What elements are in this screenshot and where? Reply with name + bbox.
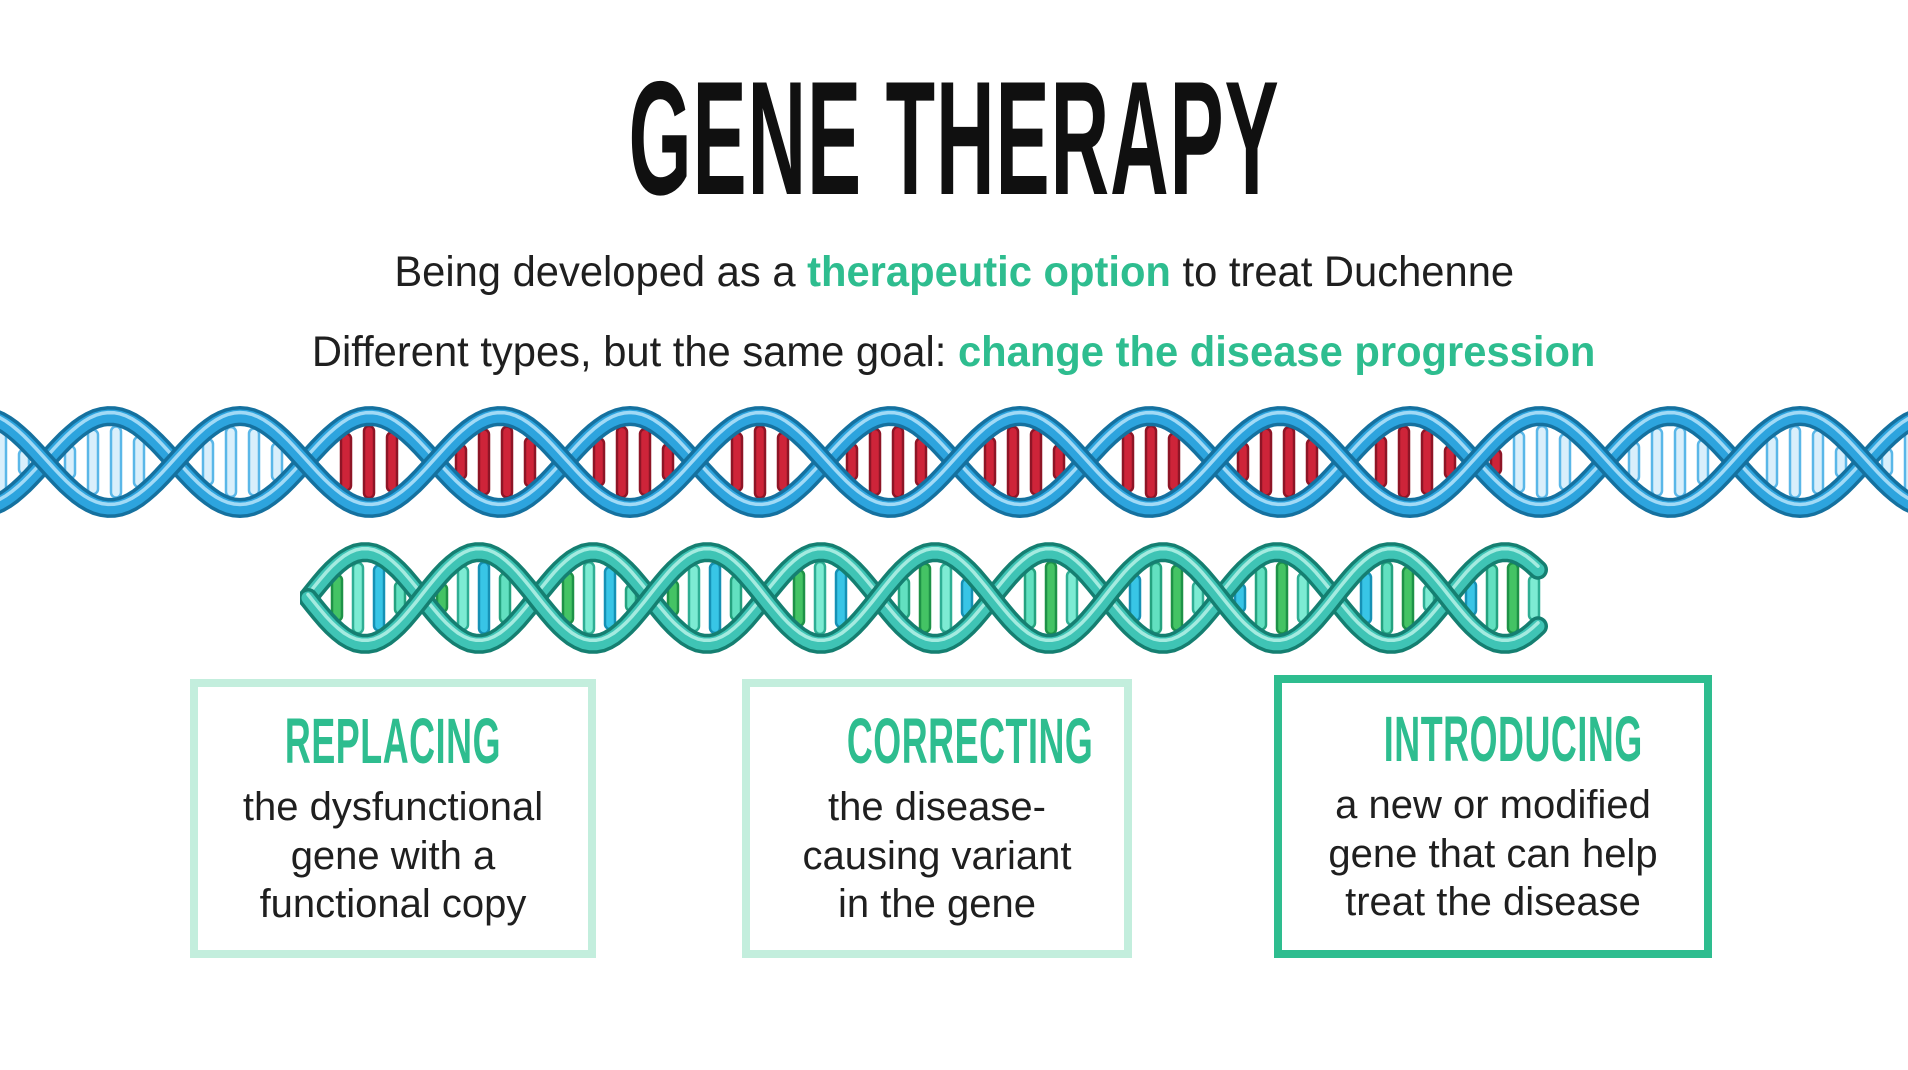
subtitle-line-2: Different types, but the same goal: chan… (0, 328, 1908, 377)
card-correcting-body: the disease- causing variant in the gene (802, 784, 1072, 927)
page-title: GENE THERAPY (0, 58, 1908, 220)
card-replacing: REPLACING the dysfunctional gene with a … (190, 679, 596, 958)
subtitle-1-prefix: Being developed as a (394, 248, 807, 296)
card-introducing: INTRODUCING a new or modified gene that … (1274, 675, 1712, 958)
card-replacing-body: the dysfunctional gene with a functional… (242, 784, 544, 927)
card-correcting-heading: CORRECTING (846, 704, 1094, 777)
card-introducing-heading: INTRODUCING (1383, 702, 1643, 775)
subtitle-line-1: Being developed as a therapeutic option … (0, 248, 1908, 297)
subtitle-1-highlight: therapeutic option (806, 248, 1171, 296)
dna-helix-teal-illustration (300, 542, 1548, 654)
card-correcting: CORRECTING the disease- causing variant … (742, 679, 1132, 958)
card-replacing-heading: REPLACING (284, 704, 502, 777)
subtitle-2-prefix: Different types, but the same goal: (312, 328, 959, 376)
subtitle-1-suffix: to treat Duchenne (1170, 248, 1514, 296)
page-title-text: GENE THERAPY (628, 48, 1280, 229)
dna-helix-blue-red-illustration (0, 405, 1908, 519)
subtitle-2-highlight: change the disease progression (958, 328, 1596, 376)
card-introducing-body: a new or modified gene that can help tre… (1328, 782, 1658, 925)
